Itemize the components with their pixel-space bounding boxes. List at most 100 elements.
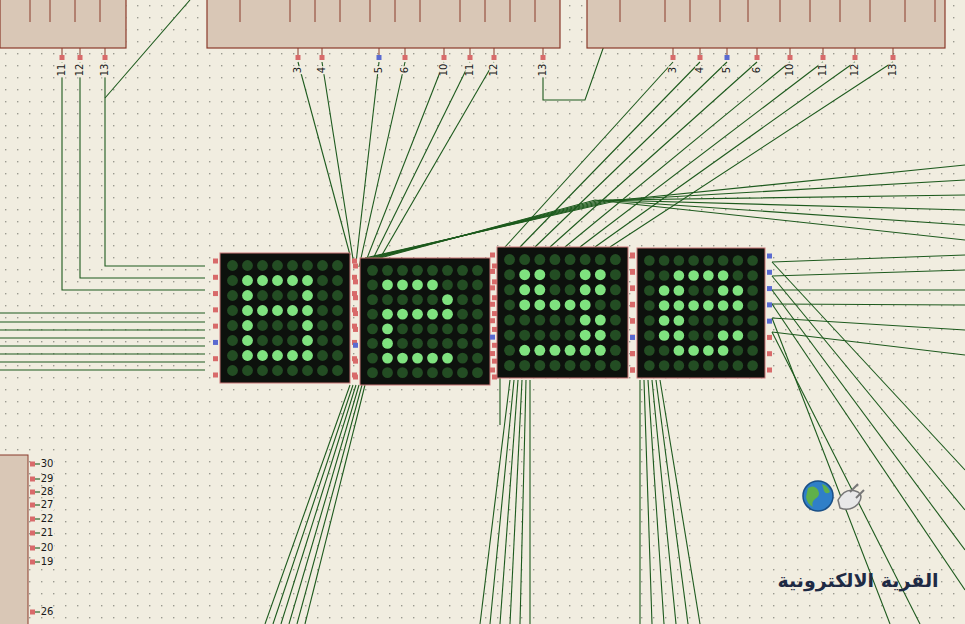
ic-divider bbox=[50, 0, 51, 22]
wire bbox=[656, 380, 688, 624]
ic-divider bbox=[780, 0, 781, 22]
pin-marker bbox=[891, 55, 896, 60]
pin-number: 29 bbox=[40, 474, 55, 484]
wire bbox=[510, 380, 522, 624]
ic-divider bbox=[370, 0, 371, 22]
pin-number: 13 bbox=[538, 63, 548, 78]
pin-number: 11 bbox=[818, 63, 828, 78]
ic-divider bbox=[100, 0, 101, 22]
pin-number: 10 bbox=[439, 63, 449, 78]
ic-divider bbox=[620, 0, 621, 22]
wire bbox=[305, 385, 365, 624]
wire bbox=[0, 312, 205, 313]
pin-number: 4 bbox=[317, 66, 327, 74]
wire bbox=[529, 380, 530, 624]
ic-body bbox=[0, 455, 28, 624]
wire bbox=[0, 345, 205, 346]
pin-number: 21 bbox=[40, 528, 55, 538]
ic-body bbox=[0, 0, 126, 48]
ic-divider bbox=[935, 0, 936, 22]
wire bbox=[356, 62, 379, 263]
wire bbox=[639, 380, 640, 624]
pin-marker bbox=[30, 546, 35, 551]
ic-divider bbox=[340, 0, 341, 22]
pin-marker bbox=[541, 55, 546, 60]
wire bbox=[772, 262, 965, 470]
wire bbox=[359, 62, 405, 267]
wire bbox=[80, 62, 205, 278]
ic-divider bbox=[315, 0, 316, 22]
ic-divider bbox=[665, 0, 666, 22]
ic-divider bbox=[460, 0, 461, 22]
pin-marker bbox=[30, 517, 35, 522]
ic-divider bbox=[690, 0, 691, 22]
wire bbox=[520, 380, 526, 624]
wire bbox=[520, 62, 700, 247]
pin-number: 28 bbox=[40, 487, 55, 497]
pin-marker bbox=[60, 55, 65, 60]
wire bbox=[105, 62, 205, 266]
pin-number: 11 bbox=[57, 63, 67, 78]
pin-marker bbox=[320, 55, 325, 60]
wire bbox=[365, 62, 470, 275]
pin-marker bbox=[30, 503, 35, 508]
wire bbox=[580, 62, 823, 247]
led-matrix bbox=[490, 247, 635, 378]
pin-marker bbox=[821, 55, 826, 60]
led-matrix bbox=[630, 248, 772, 378]
wire bbox=[0, 321, 205, 322]
pin-number: 3 bbox=[293, 66, 303, 74]
wire bbox=[772, 332, 965, 355]
wire bbox=[772, 270, 965, 276]
ic-divider bbox=[30, 0, 31, 22]
wire bbox=[281, 385, 356, 624]
watermark-logo bbox=[803, 481, 864, 511]
pin-number: 26 bbox=[40, 607, 55, 617]
ic-divider bbox=[870, 0, 871, 22]
pin-number: 10 bbox=[785, 63, 795, 78]
pin-marker bbox=[30, 531, 35, 536]
pin-number: 13 bbox=[888, 63, 898, 78]
watermark: القرية الالكترونية bbox=[777, 569, 938, 591]
wire bbox=[322, 62, 353, 259]
wire bbox=[565, 62, 790, 247]
wire bbox=[365, 165, 965, 258]
wire bbox=[772, 304, 965, 590]
wire bbox=[0, 369, 205, 370]
wire bbox=[0, 329, 205, 330]
pin-marker bbox=[492, 55, 497, 60]
pin-number: 4 bbox=[695, 66, 705, 74]
wire bbox=[660, 380, 700, 624]
wire bbox=[480, 380, 510, 624]
pin-marker bbox=[755, 55, 760, 60]
wire bbox=[0, 361, 205, 362]
pin-marker bbox=[698, 55, 703, 60]
wire bbox=[535, 62, 727, 247]
pin-number: 22 bbox=[40, 514, 55, 524]
ic-divider bbox=[840, 0, 841, 22]
wire bbox=[368, 180, 965, 258]
pin-number: 20 bbox=[40, 543, 55, 553]
pin-number: 6 bbox=[400, 66, 410, 74]
wire bbox=[595, 62, 855, 247]
pin-number: 19 bbox=[40, 557, 55, 567]
wire bbox=[298, 62, 350, 255]
pin-marker bbox=[30, 490, 35, 495]
wire bbox=[0, 353, 205, 354]
pin-marker bbox=[377, 55, 382, 60]
pin-number: 5 bbox=[374, 66, 384, 74]
pin-marker bbox=[403, 55, 408, 60]
pin-marker bbox=[30, 462, 35, 467]
led-matrix-group bbox=[213, 247, 772, 385]
pin-number: 3 bbox=[668, 66, 678, 74]
ic-body bbox=[587, 0, 945, 48]
pin-marker bbox=[30, 477, 35, 482]
wire bbox=[610, 62, 893, 247]
pin-number: 5 bbox=[722, 66, 732, 74]
pin-marker bbox=[671, 55, 676, 60]
pin-marker bbox=[30, 560, 35, 565]
wire bbox=[368, 62, 494, 279]
